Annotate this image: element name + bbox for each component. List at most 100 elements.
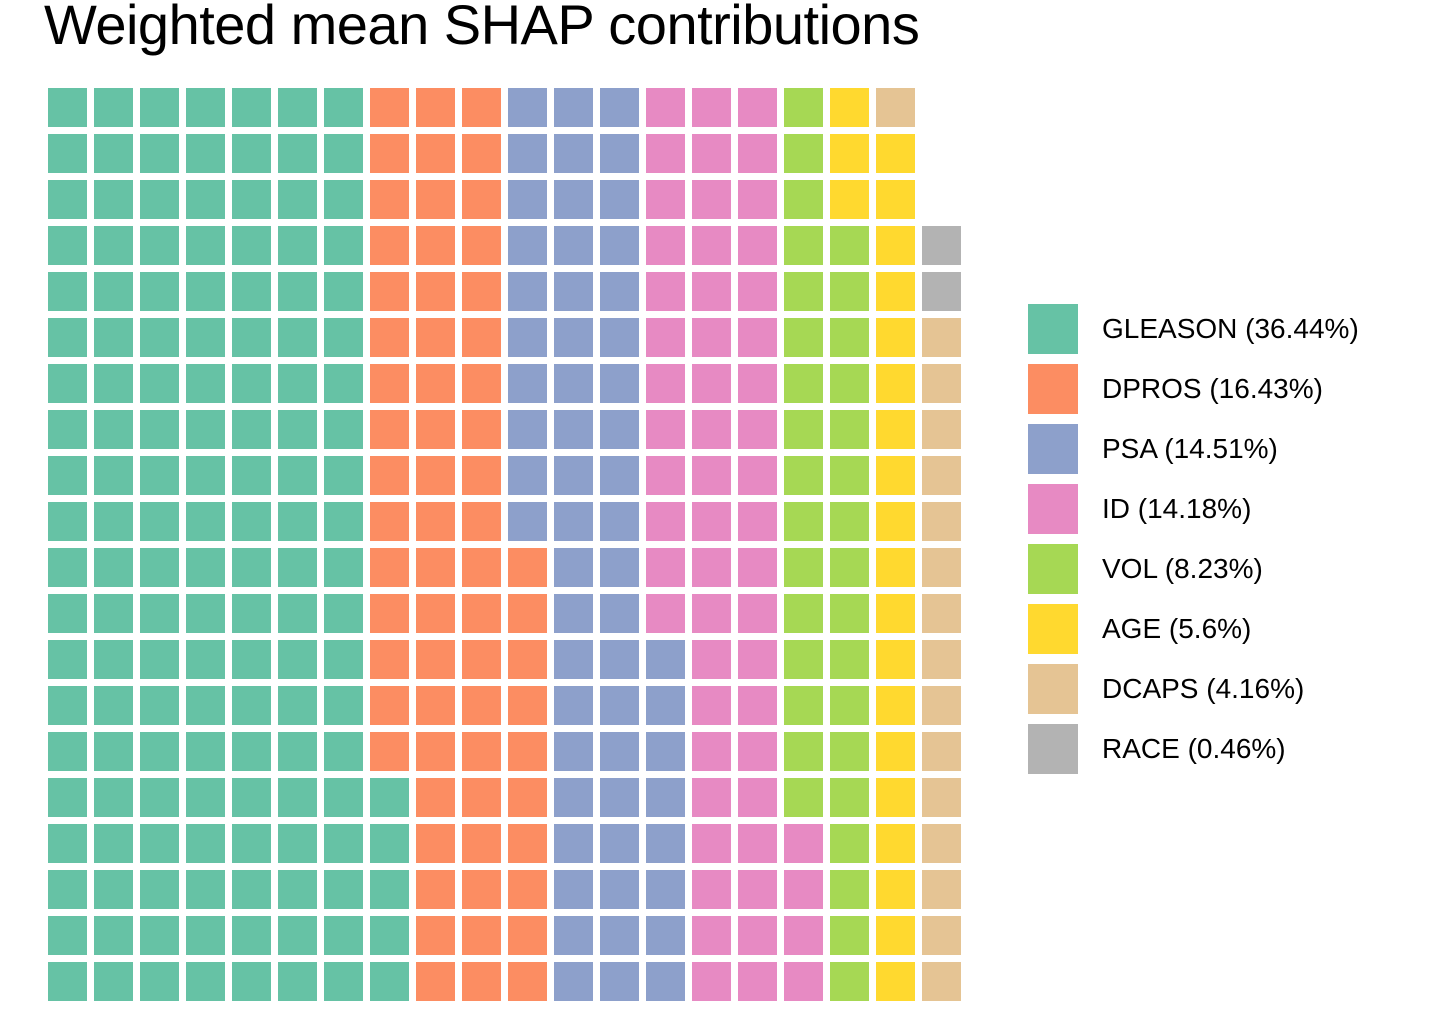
waffle-cell (416, 226, 455, 265)
waffle-cell (830, 778, 869, 817)
waffle-cell (140, 364, 179, 403)
waffle-cell (922, 226, 961, 265)
waffle-cell (324, 502, 363, 541)
waffle-cell (324, 88, 363, 127)
waffle-cell (416, 778, 455, 817)
waffle-cell (462, 962, 501, 1001)
waffle-cell (646, 364, 685, 403)
waffle-cell (462, 870, 501, 909)
waffle-cell (94, 732, 133, 771)
waffle-cell (876, 502, 915, 541)
waffle-cell (554, 134, 593, 173)
waffle-cell (922, 640, 961, 679)
waffle-cell (48, 410, 87, 449)
waffle-cell (600, 318, 639, 357)
waffle-cell (876, 410, 915, 449)
waffle-cell (140, 962, 179, 1001)
waffle-cell (278, 88, 317, 127)
waffle-cell (186, 732, 225, 771)
waffle-cell (186, 502, 225, 541)
waffle-cell (692, 88, 731, 127)
waffle-cell (416, 134, 455, 173)
waffle-cell (876, 548, 915, 587)
waffle-cell (186, 410, 225, 449)
waffle-cell (278, 456, 317, 495)
waffle-cell (554, 180, 593, 219)
waffle-cell (554, 916, 593, 955)
waffle-cell (232, 180, 271, 219)
waffle-cell (738, 364, 777, 403)
waffle-cell (646, 778, 685, 817)
waffle-cell (830, 88, 869, 127)
waffle-cell (370, 686, 409, 725)
waffle-cell (140, 318, 179, 357)
waffle-cell (462, 272, 501, 311)
waffle-cell (830, 456, 869, 495)
waffle-cell (324, 364, 363, 403)
waffle-cell (324, 410, 363, 449)
waffle-cell (324, 272, 363, 311)
legend-label: VOL (8.23%) (1102, 553, 1263, 584)
waffle-cell (140, 226, 179, 265)
waffle-cell (370, 824, 409, 863)
waffle-cell (738, 870, 777, 909)
waffle-cell (738, 502, 777, 541)
waffle-cell (830, 824, 869, 863)
waffle-cell (784, 732, 823, 771)
waffle-cell (232, 640, 271, 679)
waffle-cell (508, 640, 547, 679)
waffle-cell (324, 456, 363, 495)
waffle-cell (646, 594, 685, 633)
waffle-cell (140, 410, 179, 449)
waffle-cell (784, 962, 823, 1001)
waffle-cell (94, 962, 133, 1001)
waffle-cell (922, 318, 961, 357)
waffle-cell (600, 594, 639, 633)
waffle-cell (278, 502, 317, 541)
waffle-cell (416, 962, 455, 1001)
waffle-cell (600, 916, 639, 955)
legend-swatch (1028, 424, 1078, 474)
waffle-cell (324, 226, 363, 265)
waffle-cell (186, 870, 225, 909)
waffle-cell (738, 824, 777, 863)
waffle-cell (324, 180, 363, 219)
waffle-cell (48, 272, 87, 311)
waffle-cell (646, 456, 685, 495)
waffle-cell (48, 364, 87, 403)
waffle-cell (94, 318, 133, 357)
waffle-cell (48, 226, 87, 265)
waffle-cell (462, 732, 501, 771)
waffle-cell (278, 732, 317, 771)
chart-title: Weighted mean SHAP contributions (44, 0, 920, 56)
waffle-cell (876, 686, 915, 725)
waffle-cell (554, 502, 593, 541)
waffle-cell (186, 180, 225, 219)
waffle-cell (876, 640, 915, 679)
waffle-cell (830, 732, 869, 771)
waffle-cell (692, 318, 731, 357)
waffle-cell (508, 962, 547, 1001)
waffle-cell (646, 410, 685, 449)
waffle-cell (462, 318, 501, 357)
waffle-cell (324, 134, 363, 173)
waffle-cell (94, 824, 133, 863)
waffle-cell (370, 134, 409, 173)
waffle-cell (278, 916, 317, 955)
waffle-cell (232, 824, 271, 863)
waffle-cell (784, 134, 823, 173)
waffle-cell (370, 502, 409, 541)
waffle-cell (554, 410, 593, 449)
legend-swatch (1028, 544, 1078, 594)
waffle-cell (186, 272, 225, 311)
legend-item-psa: PSA (14.51%) (1028, 424, 1359, 474)
waffle-cell (186, 548, 225, 587)
waffle-cell (416, 410, 455, 449)
waffle-cell (784, 686, 823, 725)
waffle-cell (140, 870, 179, 909)
legend-swatch (1028, 724, 1078, 774)
waffle-grid (48, 88, 961, 1001)
waffle-cell (94, 88, 133, 127)
waffle-cell (416, 732, 455, 771)
waffle-cell (232, 226, 271, 265)
